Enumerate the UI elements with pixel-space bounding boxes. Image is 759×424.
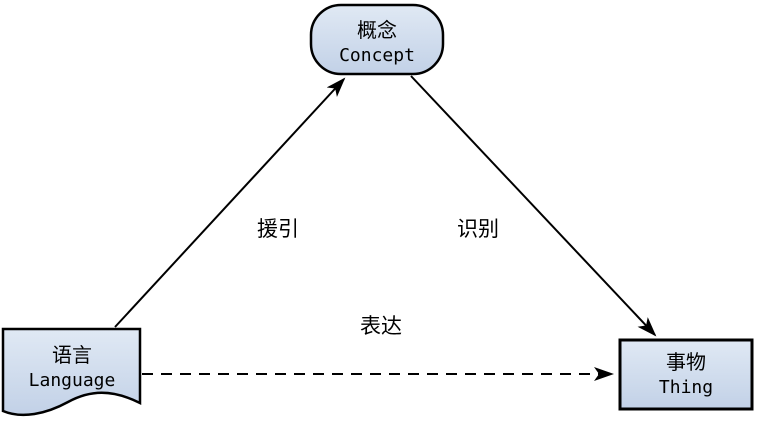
node-concept: 概念 Concept [309, 3, 445, 76]
edge-label-cite: 援引 [257, 217, 299, 241]
node-thing: 事物 Thing [618, 338, 754, 411]
language-label-en: Language [29, 370, 116, 391]
thing-node-shape [618, 338, 754, 411]
language-label-zh: 语言 [52, 343, 92, 367]
concept-label-zh: 概念 [357, 18, 397, 42]
language-node-shape [1, 327, 142, 417]
edge-label-identify: 识别 [457, 217, 499, 241]
thing-label-zh: 事物 [666, 350, 706, 374]
thing-label-en: Thing [659, 377, 713, 398]
concept-label-en: Concept [339, 45, 415, 66]
edge-concept-to-thing [410, 75, 657, 337]
node-language: 语言 Language [1, 327, 142, 417]
edge-language-to-concept [114, 77, 346, 328]
concept-node-shape [309, 3, 445, 76]
edge-label-express: 表达 [360, 314, 402, 338]
